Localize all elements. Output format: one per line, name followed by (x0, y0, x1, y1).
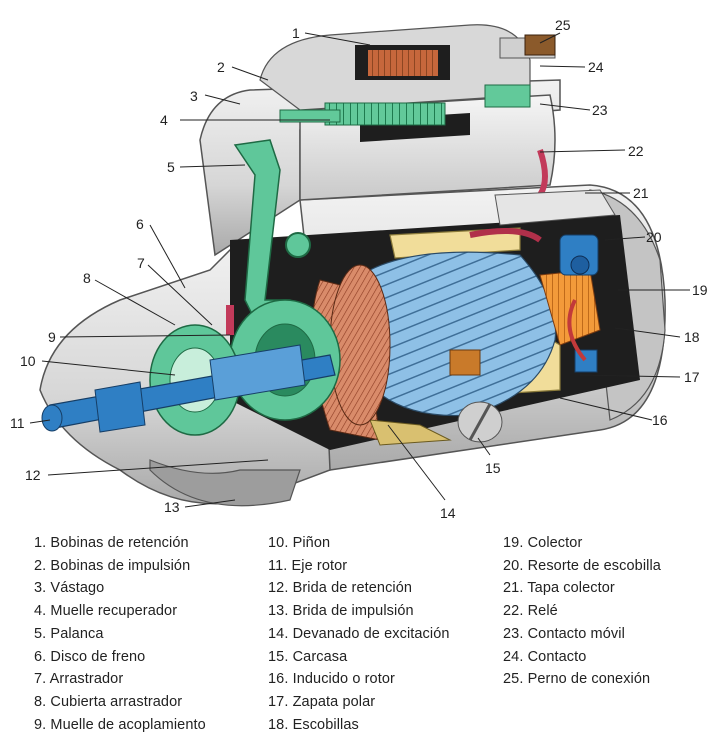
callout-16: 16 (652, 412, 668, 428)
retention-coil-copper (368, 50, 438, 76)
callout-15: 15 (485, 460, 501, 476)
legend-item: 17. Zapata polar (268, 693, 376, 710)
callout-1: 1 (292, 25, 300, 41)
callout-25: 25 (555, 17, 571, 33)
brush-lead (567, 299, 587, 362)
callout-21: 21 (633, 185, 649, 201)
pole-shoe-top (389, 227, 521, 259)
legend-item: 19. Colector (503, 535, 583, 551)
brush-spring (570, 255, 590, 275)
legend-item: 18. Escobillas (268, 716, 359, 733)
legend-item: 1. Bobinas de retención (34, 535, 189, 551)
pinion-teeth (209, 344, 306, 401)
legend-column-3: 19. Colector 20. Resorte de escobilla 21… (503, 532, 661, 691)
callout-3: 3 (190, 88, 198, 104)
shaft-end (41, 404, 63, 432)
legend-item: 22. Relé (503, 603, 558, 620)
callout-20: 20 (646, 229, 662, 245)
parts-legend: 1. Bobinas de retención 2. Bobinas de im… (0, 532, 720, 742)
collector-cover-bracket (494, 189, 616, 226)
legend-item: 25. Perno de conexión (503, 671, 651, 688)
driver-red-part (226, 305, 234, 335)
legend-item: 24. Contacto (503, 648, 587, 665)
callout-22: 22 (628, 143, 644, 159)
pinion-gear (94, 381, 146, 433)
connection-bolt-thread (524, 34, 556, 56)
excitation-winding-front (369, 419, 452, 446)
callout-11: 11 (10, 415, 25, 431)
callout-14: 14 (440, 505, 456, 521)
lever-pivot (285, 232, 311, 258)
callout-2: 2 (217, 59, 225, 75)
legend-column-1: 1. Bobinas de retención 2. Bobinas de im… (34, 532, 206, 736)
leader-lines (29, 32, 690, 508)
legend-item: 8. Cubierta arrastrador (34, 693, 183, 710)
callout-5: 5 (167, 159, 175, 175)
plunger-rod (279, 109, 341, 123)
legend-item: 6. Disco de freno (34, 648, 146, 665)
callout-labels: 1 2 3 4 5 6 7 8 9 10 11 12 13 14 15 16 1… (10, 17, 708, 521)
legend-item: 23. Contacto móvil (503, 625, 625, 642)
yellow-brush-block (449, 349, 481, 376)
legend-column-2: 10. Piñon 11. Eje rotor 12. Brida de ret… (268, 532, 450, 736)
plunger-spring (324, 102, 446, 126)
legend-item: 12. Brida de retención (268, 580, 413, 597)
legend-item: 2. Bobinas de impulsión (34, 557, 191, 574)
callout-9: 9 (48, 329, 56, 345)
legend-item: 4. Muelle recuperador (34, 603, 178, 620)
legend-item: 3. Vástago (34, 580, 105, 597)
legend-item: 10. Piñon (268, 535, 331, 551)
callout-24: 24 (588, 59, 604, 75)
callout-10: 10 (20, 353, 36, 369)
callout-18: 18 (684, 329, 700, 345)
legend-item: 21. Tapa colector (503, 580, 615, 597)
field-lead (469, 228, 542, 243)
legend-item: 7. Arrastrador (34, 671, 124, 688)
callout-12: 12 (25, 467, 41, 483)
callout-13: 13 (164, 499, 180, 515)
starter-motor-diagram: 1 2 3 4 5 6 7 8 9 10 11 12 13 14 15 16 1… (10, 17, 708, 521)
callout-17: 17 (684, 369, 700, 385)
callout-7: 7 (137, 255, 145, 271)
callout-8: 8 (83, 270, 91, 286)
callout-19: 19 (692, 282, 708, 298)
housing-screw (457, 401, 503, 443)
legend-item: 20. Resorte de escobilla (503, 557, 661, 574)
legend-item: 16. Inducido o rotor (268, 671, 395, 688)
callout-23: 23 (592, 102, 608, 118)
legend-item: 14. Devanado de excitación (268, 625, 450, 642)
legend-item: 13. Brida de impulsión (268, 603, 414, 620)
legend-item: 5. Palanca (34, 625, 104, 642)
callout-6: 6 (136, 216, 144, 232)
callout-4: 4 (160, 112, 168, 128)
legend-item: 9. Muelle de acoplamiento (34, 716, 206, 733)
legend-item: 11. Eje rotor (268, 557, 348, 574)
moving-contact (484, 84, 531, 108)
legend-item: 15. Carcasa (268, 648, 348, 665)
